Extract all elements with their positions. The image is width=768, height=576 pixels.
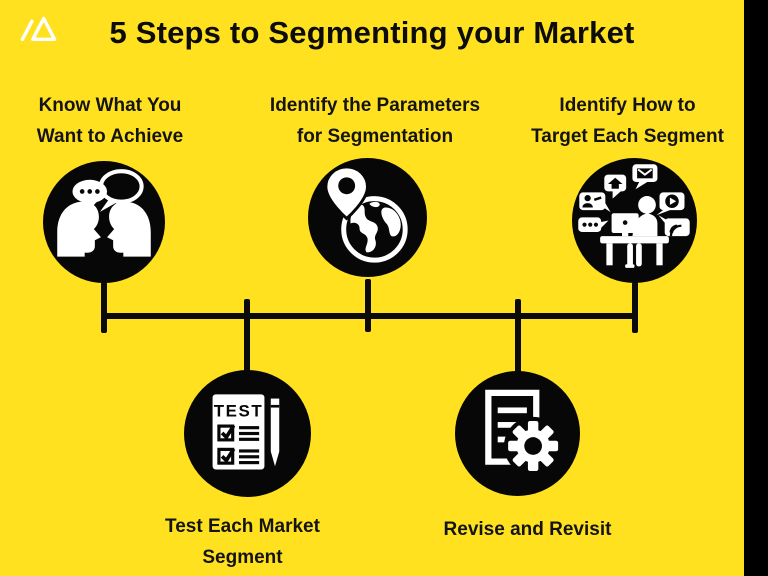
step-label-3-line2: Target Each Segment [531,126,724,147]
step-circle-4: TEST [184,370,311,497]
step-circle-1 [43,161,165,283]
step-label-5: Revise and Revisit [420,514,635,545]
test-checklist-icon: TEST [184,370,311,497]
step-label-4-line1: Test Each Market [165,516,320,537]
step-label-1: Know What You Want to Achieve [10,90,210,152]
step-label-2: Identify the Parameters for Segmentation [255,90,495,152]
timeline-tick-5 [515,299,521,374]
social-media-workspace-icon [572,158,697,283]
step-label-2-line1: Identify the Parameters [269,95,481,116]
timeline-tick-3 [632,282,638,333]
conversation-heads-icon [43,161,165,283]
step-label-4-line2: Segment [202,547,283,568]
right-edge-bar [744,0,768,576]
step-label-1-line1: Know What You [38,95,182,116]
step-label-3: Identify How to Target Each Segment [510,90,745,152]
step-label-2-line2: for Segmentation [296,126,454,147]
document-gear-icon [455,371,580,496]
timeline-tick-1 [101,282,107,333]
timeline-tick-2 [365,279,371,332]
test-label: TEST [214,402,264,421]
step-label-4: Test Each Market Segment [140,511,345,573]
timeline-tick-4 [244,299,250,374]
step-circle-3 [572,158,697,283]
step-label-3-line1: Identify How to [559,95,696,116]
step-circle-2 [308,158,427,277]
globe-location-pin-icon [308,158,427,277]
page-title: 5 Steps to Segmenting your Market [109,15,635,50]
step-circle-5 [455,371,580,496]
step-label-5-line1: Revise and Revisit [443,519,612,540]
mountain-logo-icon [20,16,57,41]
step-label-1-line2: Want to Achieve [36,126,184,147]
